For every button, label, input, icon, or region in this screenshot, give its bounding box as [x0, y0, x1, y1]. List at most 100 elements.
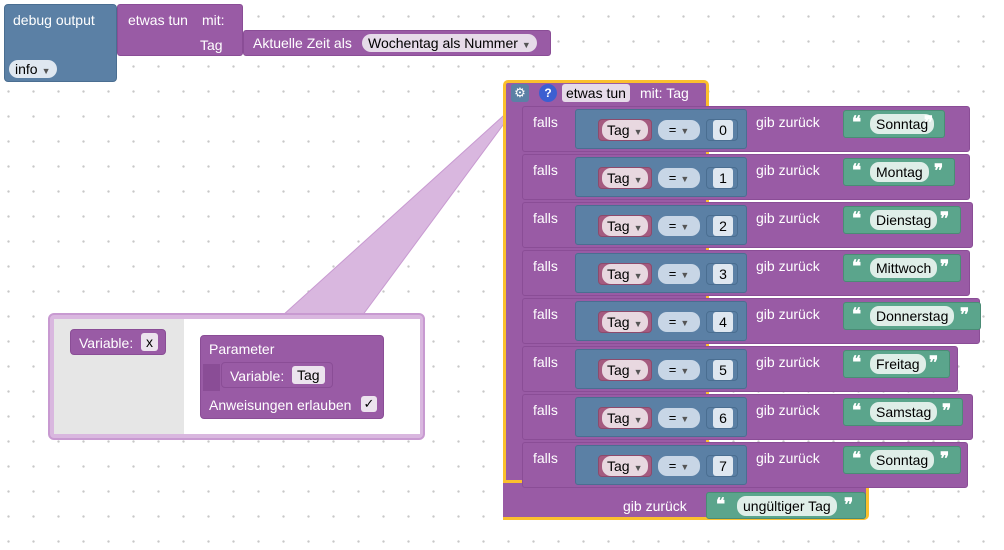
if-return-block[interactable]: falls Tag▼ =▼ 0 gib zurück ❝ Sonntag ❞: [522, 106, 970, 152]
if-return-block[interactable]: falls Tag▼ =▼ 3 gib zurück ❝ Mittwoch ❞: [522, 250, 970, 296]
number-block[interactable]: 6: [706, 407, 738, 429]
if-return-row[interactable]: falls Tag▼ =▼ 0 gib zurück ❝ Sonntag ❞: [522, 106, 992, 154]
operator-dropdown[interactable]: =▼: [658, 264, 700, 284]
operator-dropdown[interactable]: =▼: [658, 120, 700, 140]
current-time-block[interactable]: Aktuelle Zeit als Wochentag als Nummer▼: [243, 30, 551, 56]
compare-block[interactable]: Tag▼ =▼ 2: [575, 205, 747, 245]
if-return-row[interactable]: falls Tag▼ =▼ 4 gib zurück ❝ Donnerstag …: [522, 298, 992, 346]
number-value[interactable]: 3: [713, 264, 733, 284]
compare-block[interactable]: Tag▼ =▼ 3: [575, 253, 747, 293]
number-value[interactable]: 2: [713, 216, 733, 236]
string-value[interactable]: Montag: [870, 162, 929, 182]
number-block[interactable]: 7: [706, 455, 738, 477]
string-block[interactable]: ❝ Donnerstag ❞: [843, 302, 981, 330]
if-return-row[interactable]: falls Tag▼ =▼ 5 gib zurück ❝ Freitag ❞: [522, 346, 992, 394]
final-return-value[interactable]: ungültiger Tag: [737, 496, 837, 516]
return-label: gib zurück: [756, 354, 820, 370]
dropdown-arrow-icon: ▼: [633, 223, 643, 233]
allow-statements-checkbox[interactable]: ✓: [361, 396, 377, 412]
string-block[interactable]: ❝ Sonntag ❞: [843, 446, 961, 474]
variable-block[interactable]: Tag▼: [598, 215, 652, 237]
string-value[interactable]: Dienstag: [870, 210, 938, 230]
variable-dropdown[interactable]: Tag▼: [602, 312, 648, 332]
if-return-row[interactable]: falls Tag▼ =▼ 7 gib zurück ❝ Sonntag ❞: [522, 442, 992, 490]
variable-dropdown[interactable]: Tag▼: [602, 264, 648, 284]
variable-dropdown[interactable]: Tag▼: [602, 456, 648, 476]
number-block[interactable]: 3: [706, 263, 738, 285]
variable-block[interactable]: Tag▼: [598, 263, 652, 285]
operator-dropdown[interactable]: =▼: [658, 168, 700, 188]
variable-block[interactable]: Tag▼: [598, 407, 652, 429]
string-block[interactable]: ❝ Dienstag ❞: [843, 206, 961, 234]
variable-dropdown[interactable]: Tag▼: [602, 216, 648, 236]
operator-dropdown[interactable]: =▼: [658, 216, 700, 236]
if-return-block[interactable]: falls Tag▼ =▼ 1 gib zurück ❝ Montag ❞: [522, 154, 970, 200]
compare-block[interactable]: Tag▼ =▼ 4: [575, 301, 747, 341]
gear-icon[interactable]: ⚙: [511, 84, 529, 102]
string-block[interactable]: ❝ Freitag ❞: [843, 350, 950, 378]
variable-block[interactable]: Tag▼: [598, 167, 652, 189]
operator-dropdown[interactable]: =▼: [658, 408, 700, 428]
operator-dropdown[interactable]: =▼: [658, 312, 700, 332]
if-return-block[interactable]: falls Tag▼ =▼ 4 gib zurück ❝ Donnerstag …: [522, 298, 981, 344]
number-block[interactable]: 1: [706, 167, 738, 189]
variable-dropdown[interactable]: Tag▼: [602, 408, 648, 428]
debug-level-dropdown[interactable]: info▼: [9, 60, 57, 78]
number-value[interactable]: 4: [713, 312, 733, 332]
if-return-block[interactable]: falls Tag▼ =▼ 5 gib zurück ❝ Freitag ❞: [522, 346, 958, 392]
final-return-string-block[interactable]: ❝ ungültiger Tag ❞: [706, 492, 866, 519]
if-return-block[interactable]: falls Tag▼ =▼ 2 gib zurück ❝ Dienstag ❞: [522, 202, 973, 248]
function-name-field[interactable]: etwas tun: [562, 84, 630, 102]
number-block[interactable]: 0: [706, 119, 738, 141]
string-value[interactable]: Sonntag: [870, 450, 935, 470]
compare-block[interactable]: Tag▼ =▼ 5: [575, 349, 747, 389]
parameters-container-block[interactable]: Parameter Variable: Tag Anweisungen erla…: [200, 335, 384, 419]
string-value[interactable]: Mittwoch: [870, 258, 938, 278]
number-value[interactable]: 1: [713, 168, 733, 188]
variable-dropdown[interactable]: Tag▼: [602, 360, 648, 380]
param-variable-name[interactable]: Tag: [292, 366, 325, 384]
variable-name: Tag: [607, 458, 630, 474]
string-block[interactable]: ❝ Sonntag ❞: [843, 110, 945, 138]
number-block[interactable]: 2: [706, 215, 738, 237]
string-block[interactable]: ❝ Mittwoch ❞: [843, 254, 961, 282]
number-value[interactable]: 5: [713, 360, 733, 380]
if-return-row[interactable]: falls Tag▼ =▼ 6 gib zurück ❝ Samstag ❞: [522, 394, 992, 442]
variable-block[interactable]: Tag▼: [598, 359, 652, 381]
number-value[interactable]: 7: [713, 456, 733, 476]
if-return-row[interactable]: falls Tag▼ =▼ 3 gib zurück ❝ Mittwoch ❞: [522, 250, 992, 298]
variable-block[interactable]: Tag▼: [598, 119, 652, 141]
number-block[interactable]: 5: [706, 359, 738, 381]
string-block[interactable]: ❝ Samstag ❞: [843, 398, 963, 426]
help-icon[interactable]: ?: [539, 84, 557, 102]
call-procedure-block[interactable]: etwas tun mit: Tag: [117, 4, 243, 56]
if-return-block[interactable]: falls Tag▼ =▼ 7 gib zurück ❝ Sonntag ❞: [522, 442, 968, 488]
flyout-variable-name[interactable]: x: [141, 333, 158, 351]
string-value[interactable]: Samstag: [870, 402, 938, 422]
variable-block[interactable]: Tag▼: [598, 455, 652, 477]
compare-block[interactable]: Tag▼ =▼ 1: [575, 157, 747, 197]
number-value[interactable]: 0: [713, 120, 733, 140]
if-return-row[interactable]: falls Tag▼ =▼ 2 gib zurück ❝ Dienstag ❞: [522, 202, 992, 250]
if-return-block[interactable]: falls Tag▼ =▼ 6 gib zurück ❝ Samstag ❞: [522, 394, 973, 440]
compare-block[interactable]: Tag▼ =▼ 6: [575, 397, 747, 437]
compare-block[interactable]: Tag▼ =▼ 0: [575, 109, 747, 149]
variable-block[interactable]: Tag▼: [598, 311, 652, 333]
operator-dropdown[interactable]: =▼: [658, 360, 700, 380]
variable-dropdown[interactable]: Tag▼: [602, 168, 648, 188]
variable-dropdown[interactable]: Tag▼: [602, 120, 648, 140]
string-value[interactable]: Sonntag: [870, 114, 935, 134]
param-variable-block[interactable]: Variable: Tag: [221, 362, 333, 388]
compare-block[interactable]: Tag▼ =▼ 7: [575, 445, 747, 485]
dropdown-arrow-icon: ▼: [680, 174, 690, 184]
string-value[interactable]: Donnerstag: [870, 306, 955, 326]
operator-dropdown[interactable]: =▼: [658, 456, 700, 476]
time-format-dropdown[interactable]: Wochentag als Nummer▼: [362, 34, 537, 52]
string-value[interactable]: Freitag: [870, 354, 926, 374]
string-block[interactable]: ❝ Montag ❞: [843, 158, 955, 186]
if-return-row[interactable]: falls Tag▼ =▼ 1 gib zurück ❝ Montag ❞: [522, 154, 992, 202]
debug-output-block[interactable]: debug output info▼: [4, 4, 117, 82]
flyout-variable-block[interactable]: Variable: x: [70, 329, 166, 355]
number-value[interactable]: 6: [713, 408, 733, 428]
number-block[interactable]: 4: [706, 311, 738, 333]
